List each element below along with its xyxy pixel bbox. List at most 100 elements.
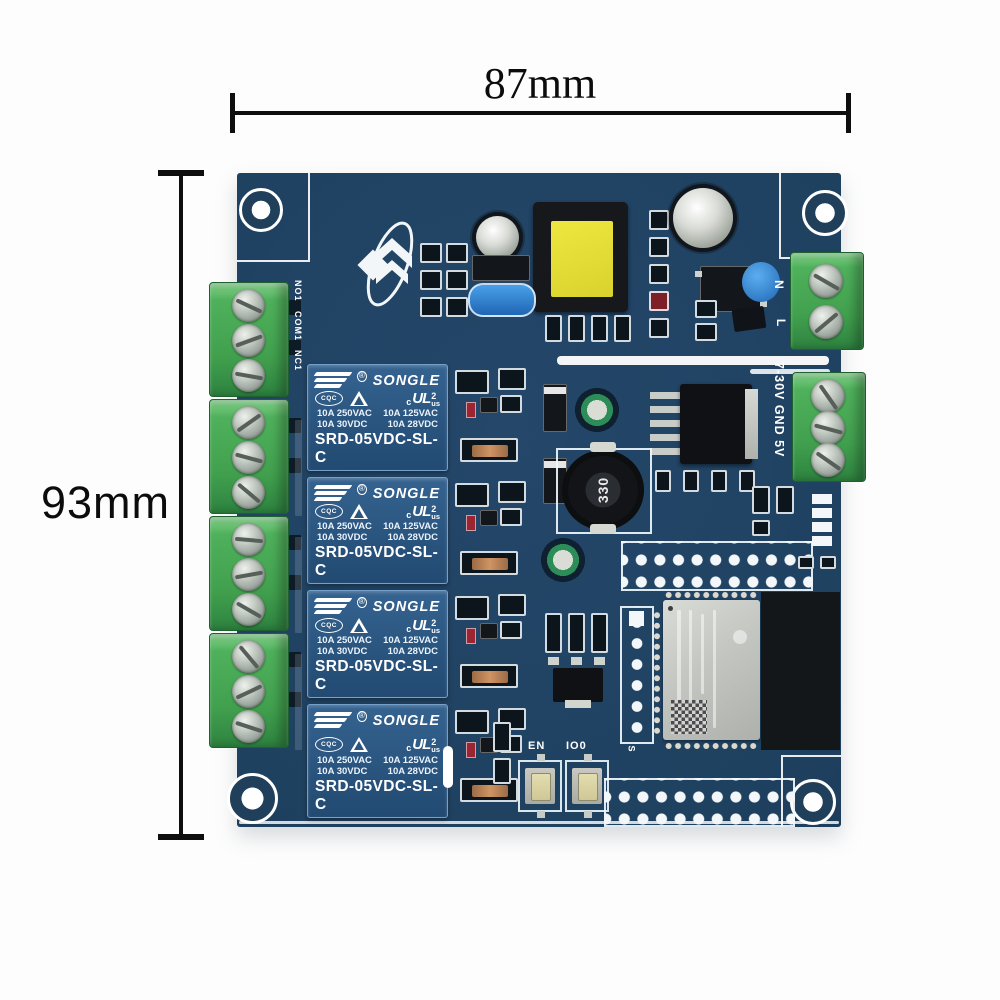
width-dimension-cap-right: [846, 93, 851, 133]
height-dimension-label: 93mm: [40, 477, 171, 528]
songle-logo-stripes: [313, 485, 353, 501]
smd-resistor: [420, 243, 442, 263]
ccc-triangle-mark: [350, 504, 368, 520]
status-led-red: [466, 402, 476, 418]
terminal-screw: [809, 305, 843, 339]
mov-varistor-blue: [468, 283, 536, 317]
disc-capacitor-blue: [742, 262, 780, 302]
esp32-antenna-area: [761, 592, 840, 750]
smd-resistor: [649, 210, 669, 230]
gpio-header-bottom: [604, 778, 795, 827]
terminal-block-relay3: [209, 516, 289, 631]
smd-resistor: [752, 520, 770, 536]
esp32-castellated-pads-bottom: [664, 742, 759, 750]
terminal-screw: [232, 441, 265, 474]
status-led-red: [466, 742, 476, 758]
terminal-screw: [811, 411, 845, 445]
en-button-label: EN: [528, 740, 546, 752]
relay-model: SRD-05VDC-SL-C: [315, 544, 439, 579]
smd-resistor: [695, 300, 717, 318]
terminal-clamp-slot: [289, 458, 301, 473]
width-dimension-cap-left: [230, 93, 235, 133]
smd-resistor: [798, 556, 814, 569]
capacitor-green-ring: [537, 534, 589, 586]
button-leg: [537, 754, 545, 761]
smd-capacitor: [568, 315, 585, 342]
smd-resistor: [420, 270, 442, 290]
relay1-driver-cluster: [452, 368, 544, 468]
terminal-clamp-slot: [289, 535, 301, 550]
regulator-ic-tab: [745, 389, 758, 459]
cqc-mark: CQC: [315, 736, 343, 752]
regulator-ic-legs: [650, 392, 680, 458]
ldo-ic-tab: [565, 700, 591, 708]
relay-model: SRD-05VDC-SL-C: [315, 431, 439, 466]
terminal-screw: [232, 476, 265, 509]
gpio-header-top: [621, 541, 813, 591]
smd-resistor: [739, 470, 755, 492]
songle-logo-stripes: [313, 598, 353, 614]
terminal-block-relay2: [209, 399, 289, 514]
smd-resistor: [683, 470, 699, 492]
registered-mark: ®: [357, 484, 367, 495]
pin1-square-pad: [629, 611, 644, 626]
relay2-contact-labels-faint: [295, 420, 302, 516]
smd-resistor: [752, 486, 770, 514]
header-pin-label: S: [626, 745, 637, 753]
terminal-screw: [811, 379, 845, 413]
songle-logo-stripes: [313, 712, 353, 728]
smd-capacitor: [545, 315, 562, 342]
io0-button: [565, 754, 609, 818]
relay2-driver-cluster: [452, 481, 544, 581]
silkscreen-arc: [443, 746, 453, 788]
esp32-qr-code: [671, 700, 707, 734]
relay-brand: SONGLE: [372, 486, 440, 502]
inductor-value: 330: [594, 476, 611, 504]
terminal-screw: [232, 675, 265, 708]
electrolytic-capacitor: [476, 216, 519, 259]
capacitor-green-ring: [571, 384, 623, 436]
smd-diode: [543, 384, 567, 432]
brand-logo: [352, 218, 428, 310]
terminal-clamp-slot: [289, 300, 301, 315]
smd-resistor: [820, 556, 836, 569]
ccc-triangle-mark: [350, 618, 368, 634]
smd-resistor-pair: [591, 613, 608, 653]
ac-input-terminal: [790, 252, 864, 350]
relay-brand: SONGLE: [372, 713, 440, 729]
programming-header: [620, 606, 654, 744]
board-bottom-edge-line: [239, 821, 839, 824]
label-com1: COM1: [293, 310, 303, 341]
en-button: [518, 754, 562, 818]
smd-resistor: [420, 297, 442, 317]
mounting-hole-bottom-left: [227, 773, 278, 824]
smd-resistor: [446, 270, 468, 290]
solder-blob: [590, 442, 616, 452]
smd-resistor: [655, 470, 671, 492]
dc-power-label: 7-30V GND 5V: [772, 362, 786, 458]
solder-pad: [571, 657, 582, 665]
registered-mark: ®: [357, 371, 367, 382]
relay4-contact-labels-faint: [295, 654, 302, 750]
solder-pad: [548, 657, 559, 665]
width-dimension-line: [232, 111, 850, 115]
relay-brand: SONGLE: [372, 599, 440, 615]
ccc-triangle-mark: [350, 736, 368, 752]
terminal-screw: [232, 558, 265, 591]
cqc-mark: CQC: [315, 618, 343, 634]
smd-resistor: [493, 758, 511, 784]
height-dimension-cap-bottom: [158, 834, 204, 840]
smd-resistor: [649, 237, 669, 257]
smd-transistor: [480, 510, 498, 526]
mounting-hole-bottom-right: [790, 779, 836, 825]
smd-resistor: [776, 486, 794, 514]
button-leg: [537, 811, 545, 818]
status-led-red: [466, 628, 476, 644]
solder-pad: [594, 657, 605, 665]
